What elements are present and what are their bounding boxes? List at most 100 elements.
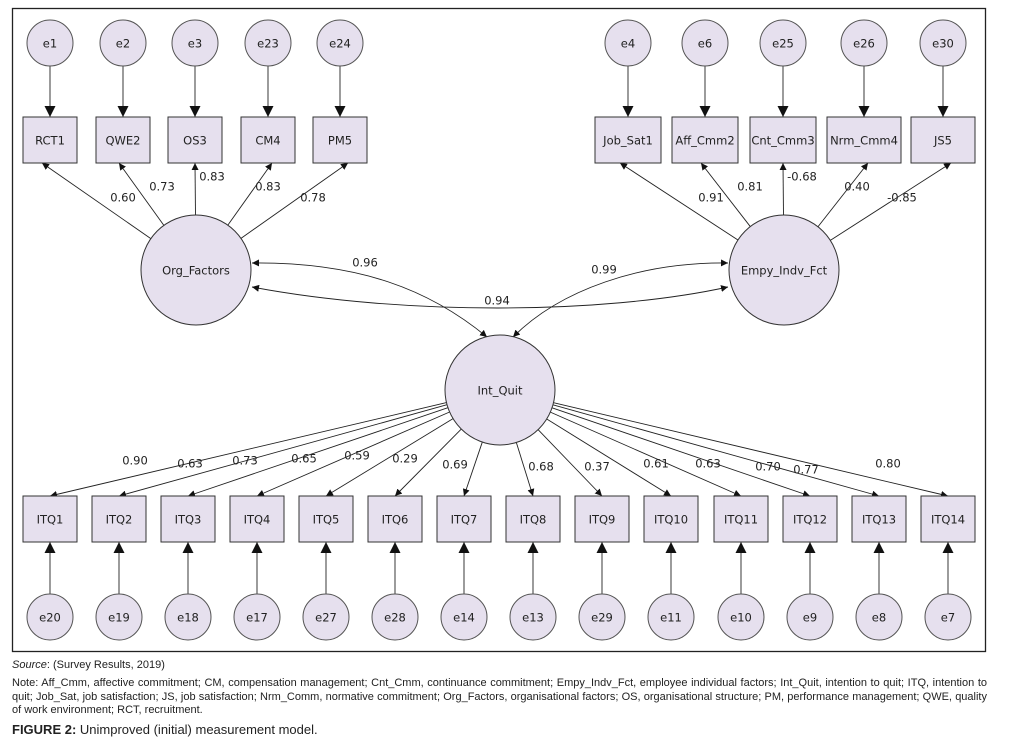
indicator-label: QWE2 [105,134,140,148]
indicator-label: Job_Sat1 [602,134,653,148]
latent-node-int-quit: Int_Quit [444,334,556,446]
loading-value: 0.83 [199,170,225,184]
indicator-rect [749,116,817,164]
indicator-label: Aff_Cmm2 [675,134,734,148]
error-label: e20 [39,611,61,625]
loading-value: 0.63 [695,457,721,471]
indicator-box-js5: JS5 [910,116,976,164]
indicator-rect [643,495,699,543]
indicator-label: Nrm_Cmm4 [830,134,898,148]
loading-value: 0.70 [755,460,781,474]
loading-path-itq6 [394,428,462,497]
loading-value: 0.60 [110,191,136,205]
loading-value: 0.77 [793,463,819,477]
loading-path-itq14 [553,402,949,498]
loading-value: 0.68 [528,460,554,474]
indicator-label: ITQ8 [520,513,547,527]
error-circle [786,593,834,641]
latent-node-empy-indv-fct: Empy_Indv_Fct [728,214,840,326]
loading-value: 0.91 [698,191,724,205]
error-circle [164,593,212,641]
loading-value: 0.29 [392,452,418,466]
indicator-box-itq13: ITQ13 [851,495,907,543]
error-node-e2: e2 [99,19,147,67]
indicator-rect [91,495,147,543]
error-node-e19: e19 [95,593,143,641]
error-node-e29: e29 [578,593,626,641]
covariance-path-org-iq [251,259,488,338]
error-circle [647,593,695,641]
indicator-rect [367,495,423,543]
indicator-rect [505,495,561,543]
error-node-e11: e11 [647,593,695,641]
indicator-label: ITQ9 [589,513,616,527]
error-circle [316,19,364,67]
loading-path-aff-cmm2 [700,162,751,227]
indicator-box-pm5: PM5 [312,116,368,164]
error-circle [717,593,765,641]
indicator-box-itq9: ITQ9 [574,495,630,543]
latent-node-org-factors: Org_Factors [140,214,252,326]
error-label: e19 [108,611,130,625]
indicator-rect [594,116,662,164]
error-node-e30: e30 [919,19,967,67]
error-node-e1: e1 [26,19,74,67]
error-node-e25: e25 [759,19,807,67]
diagram-frame [11,7,987,653]
indicator-label: ITQ7 [451,513,478,527]
figure-title-text: Unimproved (initial) measurement model. [76,722,318,737]
loading-value: 0.73 [149,180,175,194]
error-node-e6: e6 [681,19,729,67]
loading-value: 0.90 [122,454,148,468]
error-label: e27 [315,611,337,625]
indicator-rect [312,116,368,164]
loading-path-itq13 [552,404,880,498]
indicator-label: ITQ14 [931,513,965,527]
error-label: e11 [660,611,682,625]
indicator-box-itq1: ITQ1 [22,495,78,543]
error-label: e4 [621,37,635,51]
loading-value: 0.61 [643,457,669,471]
error-label: e10 [730,611,752,625]
error-node-e13: e13 [509,593,557,641]
covariance-path-emp-iq [512,259,729,338]
error-node-e18: e18 [164,593,212,641]
loading-path-itq5 [325,418,454,497]
error-label: e9 [803,611,817,625]
error-label: e8 [872,611,886,625]
error-circle [759,19,807,67]
covariance-value: 0.99 [591,263,617,277]
indicator-rect [160,495,216,543]
loading-value: 0.59 [344,449,370,463]
loading-path-qwe2 [118,162,165,226]
error-label: e26 [853,37,875,51]
loading-path-itq10 [546,418,672,497]
indicator-box-itq10: ITQ10 [643,495,699,543]
latent-circle [728,214,840,326]
loading-value: 0.78 [300,191,326,205]
source-text: : (Survey Results, 2019) [46,659,165,671]
indicator-box-itq14: ITQ14 [920,495,976,543]
loading-path-itq3 [187,407,449,498]
error-circle [855,593,903,641]
loading-value: 0.63 [177,457,203,471]
indicator-rect [574,495,630,543]
error-label: e14 [453,611,475,625]
error-circle [26,19,74,67]
loading-value: 0.80 [875,457,901,471]
loading-path-cm4 [227,162,273,226]
error-node-e7: e7 [924,593,972,641]
error-label: e28 [384,611,406,625]
error-label: e13 [522,611,544,625]
error-circle [95,593,143,641]
covariance-path-org-emp [251,284,729,309]
error-node-e14: e14 [440,593,488,641]
indicator-box-itq12: ITQ12 [782,495,838,543]
error-circle [509,593,557,641]
error-circle [440,593,488,641]
indicator-rect [782,495,838,543]
indicator-rect [22,116,78,164]
loading-value: -0.68 [787,170,817,184]
error-node-e27: e27 [302,593,350,641]
error-circle [233,593,281,641]
